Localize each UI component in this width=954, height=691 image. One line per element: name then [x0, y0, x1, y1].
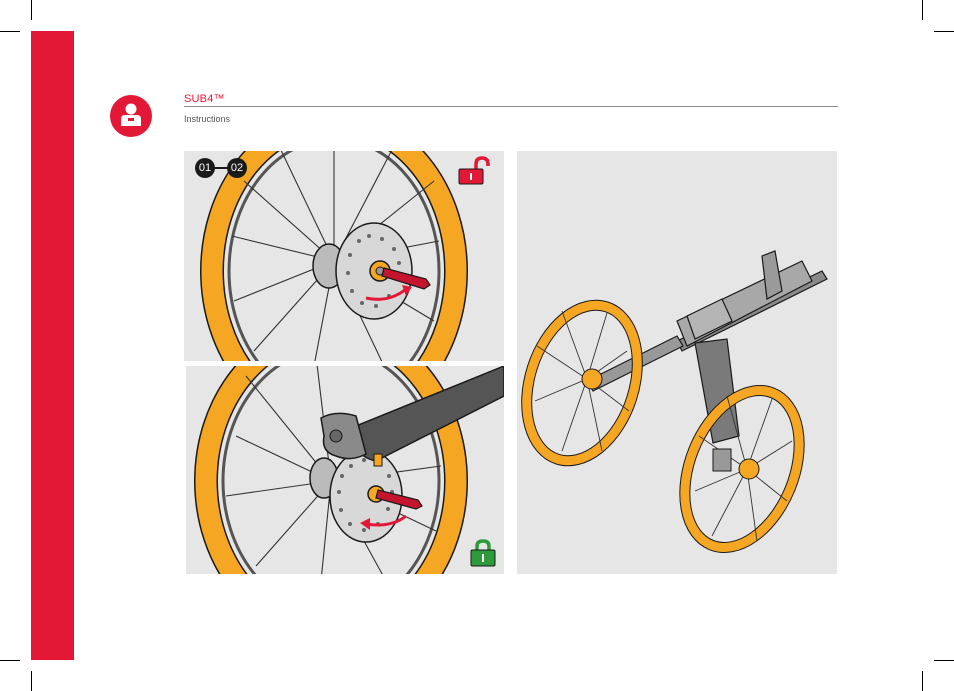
crop-mark	[922, 0, 923, 20]
illustration-quick-release-open	[184, 151, 504, 361]
page-title: SUB4™	[184, 93, 225, 105]
crop-mark	[922, 671, 923, 691]
illustration-quick-release-closed	[186, 366, 504, 574]
step-indicator: 01 02	[195, 158, 247, 178]
crop-mark	[0, 660, 20, 661]
crop-mark	[0, 31, 20, 32]
title-divider	[184, 106, 838, 107]
crop-mark	[934, 31, 954, 32]
step-first-badge: 01	[195, 158, 215, 178]
crop-mark	[31, 671, 32, 691]
crop-mark	[934, 660, 954, 661]
page-subtitle: Instructions	[184, 114, 230, 124]
illustration-bike-assembly	[517, 151, 837, 574]
lock-icon	[469, 538, 497, 568]
step-second-badge: 02	[227, 158, 247, 178]
user-badge	[110, 95, 152, 137]
unlock-icon	[458, 156, 494, 186]
user-icon	[110, 95, 152, 137]
side-accent-bar	[31, 31, 74, 660]
crop-mark	[31, 0, 32, 20]
